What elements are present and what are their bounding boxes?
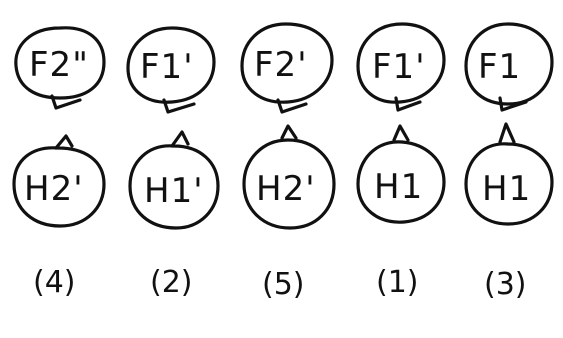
- top-circle: [240, 22, 334, 104]
- top-label: F2': [254, 45, 308, 85]
- column-2: F1' H1' (2): [126, 26, 220, 300]
- top-tail: [162, 98, 196, 114]
- top-label: F1: [478, 47, 521, 87]
- pair-number: (1): [376, 265, 419, 300]
- column-4: F1' H1 (1): [356, 22, 446, 300]
- pair-number: (4): [33, 265, 76, 300]
- bottom-label: H2': [256, 169, 316, 209]
- column-1: F2" H2' (4): [12, 26, 106, 300]
- bottom-circle: [242, 138, 336, 230]
- top-tail: [50, 94, 82, 110]
- bottom-circle: [464, 142, 554, 226]
- column-3: F2' H2' (5): [240, 22, 336, 302]
- bottom-circle: [356, 140, 446, 224]
- bottom-label: H1: [482, 169, 531, 209]
- bottom-label: H1': [144, 171, 204, 211]
- top-circle: [464, 22, 554, 106]
- bottom-label: H1: [374, 167, 423, 207]
- pair-number: (5): [262, 267, 305, 302]
- top-label: F1': [372, 47, 426, 87]
- bottom-circle: [12, 146, 106, 228]
- column-5: F1 H1 (3): [464, 22, 554, 302]
- bottom-hook: [170, 130, 190, 148]
- bottom-label: H2': [24, 169, 84, 209]
- top-label: F1': [140, 47, 194, 87]
- top-circle: [14, 26, 106, 100]
- top-circle: [356, 22, 446, 104]
- bottom-hook: [54, 134, 74, 150]
- pair-number: (3): [484, 267, 527, 302]
- bottom-hook: [498, 122, 516, 144]
- bottom-hook: [392, 124, 410, 142]
- pair-number: (2): [150, 265, 193, 300]
- top-circle: [126, 26, 216, 104]
- top-tail: [394, 96, 422, 112]
- top-tail: [498, 96, 528, 112]
- bottom-hook: [280, 124, 298, 140]
- top-label: F2": [29, 45, 89, 85]
- top-tail: [276, 98, 308, 114]
- bottom-circle: [128, 144, 220, 230]
